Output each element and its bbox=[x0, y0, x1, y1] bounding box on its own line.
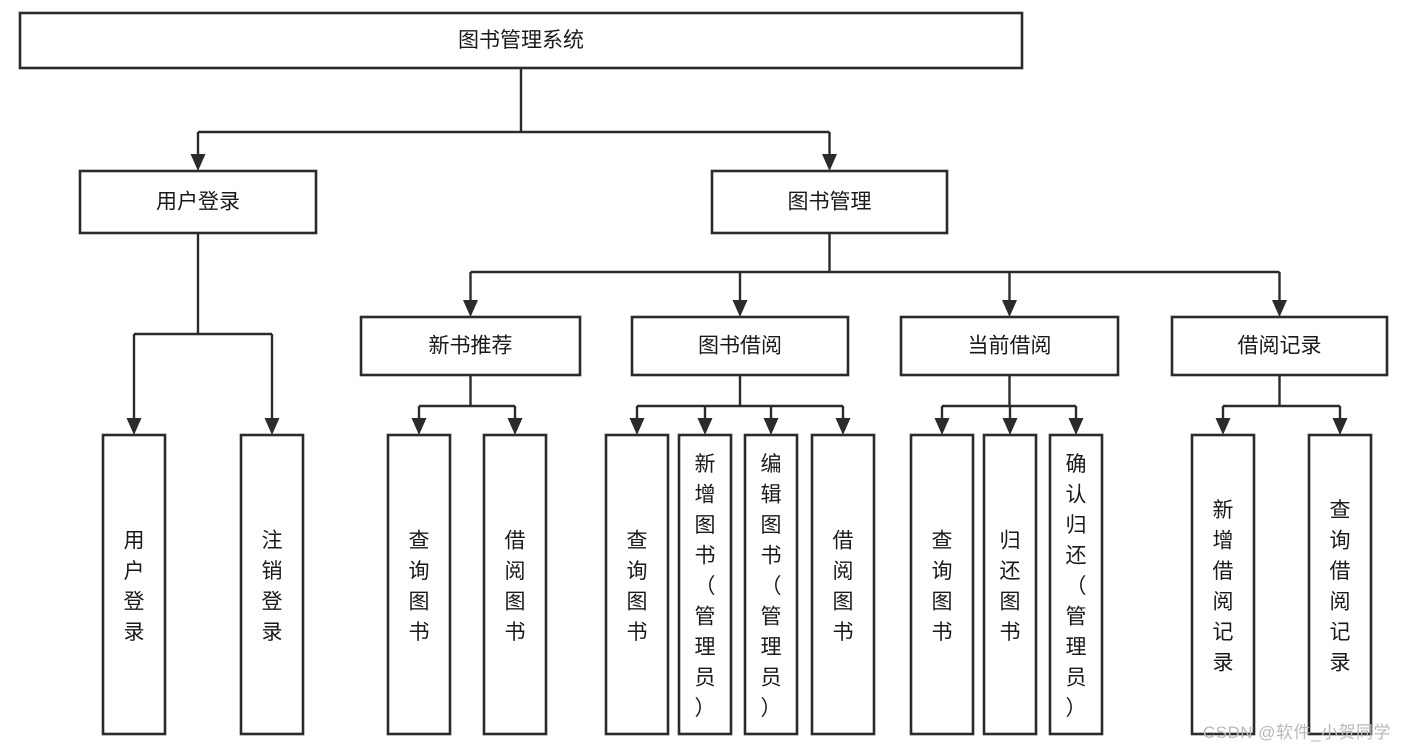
node-root[interactable]: 图书管理系统 bbox=[18, 11, 1024, 70]
node-book-manage[interactable]: 图书管理 bbox=[710, 169, 949, 235]
node-box[interactable] bbox=[482, 433, 548, 736]
connector-layer bbox=[126, 68, 1348, 435]
node-box[interactable] bbox=[101, 433, 167, 736]
node-label: 新书推荐 bbox=[429, 335, 513, 358]
arrow-head-icon bbox=[1002, 300, 1017, 317]
arrow-head-icon bbox=[629, 418, 645, 435]
node-label: 图书管理 bbox=[788, 191, 872, 214]
node-leaf-add-record[interactable]: 新增借阅记录 bbox=[1190, 433, 1256, 736]
node-user-login[interactable]: 用户登录 bbox=[78, 169, 318, 235]
arrow-head-icon bbox=[126, 418, 142, 435]
node-label: 注销登录 bbox=[262, 529, 283, 644]
node-label: 查询借阅记录 bbox=[1330, 499, 1351, 675]
node-label: 确认归还（管理员） bbox=[1066, 453, 1087, 720]
node-box[interactable] bbox=[899, 315, 1120, 377]
node-label: 借阅图书 bbox=[833, 529, 854, 644]
node-box[interactable] bbox=[810, 433, 876, 736]
node-label: 用户登录 bbox=[124, 529, 145, 644]
node-box[interactable] bbox=[1190, 433, 1256, 736]
node-label: 用户登录 bbox=[156, 191, 240, 214]
arrow-head-icon bbox=[264, 418, 280, 435]
node-leaf-query-book-1[interactable]: 查询图书 bbox=[386, 433, 452, 736]
node-box[interactable] bbox=[982, 433, 1038, 736]
node-leaf-return-book[interactable]: 归还图书 bbox=[982, 433, 1038, 736]
node-box[interactable] bbox=[909, 433, 975, 736]
node-label: 编辑图书（管理员） bbox=[761, 453, 782, 720]
node-label: 归还图书 bbox=[1000, 529, 1021, 644]
node-label: 查询图书 bbox=[409, 529, 430, 644]
node-leaf-add-book[interactable]: 新增图书（管理员） bbox=[677, 433, 733, 736]
node-box[interactable] bbox=[630, 315, 850, 377]
arrow-head-icon bbox=[822, 154, 837, 171]
arrow-head-icon bbox=[697, 418, 713, 435]
node-box[interactable] bbox=[677, 433, 733, 736]
node-leaf-edit-book[interactable]: 编辑图书（管理员） bbox=[743, 433, 799, 736]
node-leaf-user-login[interactable]: 用户登录 bbox=[101, 433, 167, 736]
arrow-head-icon bbox=[507, 418, 523, 435]
node-leaf-borrow-book-2[interactable]: 借阅图书 bbox=[810, 433, 876, 736]
node-label: 查询图书 bbox=[627, 529, 648, 644]
arrow-head-icon bbox=[934, 418, 950, 435]
node-box[interactable] bbox=[18, 11, 1024, 70]
node-leaf-borrow-book-1[interactable]: 借阅图书 bbox=[482, 433, 548, 736]
node-box[interactable] bbox=[386, 433, 452, 736]
arrow-head-icon bbox=[190, 154, 206, 171]
node-box[interactable] bbox=[604, 433, 670, 736]
node-label: 新增图书（管理员） bbox=[695, 453, 716, 720]
arrow-head-icon bbox=[463, 300, 478, 317]
arrow-head-icon bbox=[1002, 418, 1018, 435]
node-box[interactable] bbox=[1170, 315, 1389, 377]
arrow-head-icon bbox=[411, 418, 427, 435]
node-label: 借阅图书 bbox=[505, 529, 526, 644]
node-label: 图书管理系统 bbox=[458, 29, 584, 52]
node-layer: 图书管理系统用户登录图书管理新书推荐图书借阅当前借阅借阅记录用户登录注销登录查询… bbox=[18, 11, 1389, 736]
node-borrow-record[interactable]: 借阅记录 bbox=[1170, 315, 1389, 377]
node-label: 查询图书 bbox=[932, 529, 953, 644]
arrow-head-icon bbox=[1332, 418, 1348, 435]
node-leaf-query-book-2[interactable]: 查询图书 bbox=[604, 433, 670, 736]
node-box[interactable] bbox=[78, 169, 318, 235]
node-leaf-logout[interactable]: 注销登录 bbox=[239, 433, 305, 736]
node-leaf-confirm-return[interactable]: 确认归还（管理员） bbox=[1048, 433, 1104, 736]
node-label: 图书借阅 bbox=[698, 335, 782, 358]
node-label: 当前借阅 bbox=[968, 335, 1052, 358]
node-label: 新增借阅记录 bbox=[1213, 499, 1234, 675]
node-current-borrow[interactable]: 当前借阅 bbox=[899, 315, 1120, 377]
csdn-watermark: CSDN @软件_小贺同学 bbox=[1202, 723, 1391, 742]
arrow-head-icon bbox=[1272, 300, 1287, 317]
arrow-head-icon bbox=[763, 418, 779, 435]
node-box[interactable] bbox=[1307, 433, 1373, 736]
node-new-book-rec[interactable]: 新书推荐 bbox=[359, 315, 582, 377]
arrow-head-icon bbox=[835, 418, 851, 435]
arrow-head-icon bbox=[1215, 418, 1231, 435]
node-box[interactable] bbox=[1048, 433, 1104, 736]
node-book-borrow[interactable]: 图书借阅 bbox=[630, 315, 850, 377]
node-box[interactable] bbox=[743, 433, 799, 736]
arrow-head-icon bbox=[1068, 418, 1084, 435]
node-label: 借阅记录 bbox=[1238, 335, 1322, 358]
node-leaf-query-book-3[interactable]: 查询图书 bbox=[909, 433, 975, 736]
node-box[interactable] bbox=[359, 315, 582, 377]
node-leaf-query-record[interactable]: 查询借阅记录 bbox=[1307, 433, 1373, 736]
arrow-head-icon bbox=[732, 300, 748, 317]
node-box[interactable] bbox=[710, 169, 949, 235]
node-box[interactable] bbox=[239, 433, 305, 736]
